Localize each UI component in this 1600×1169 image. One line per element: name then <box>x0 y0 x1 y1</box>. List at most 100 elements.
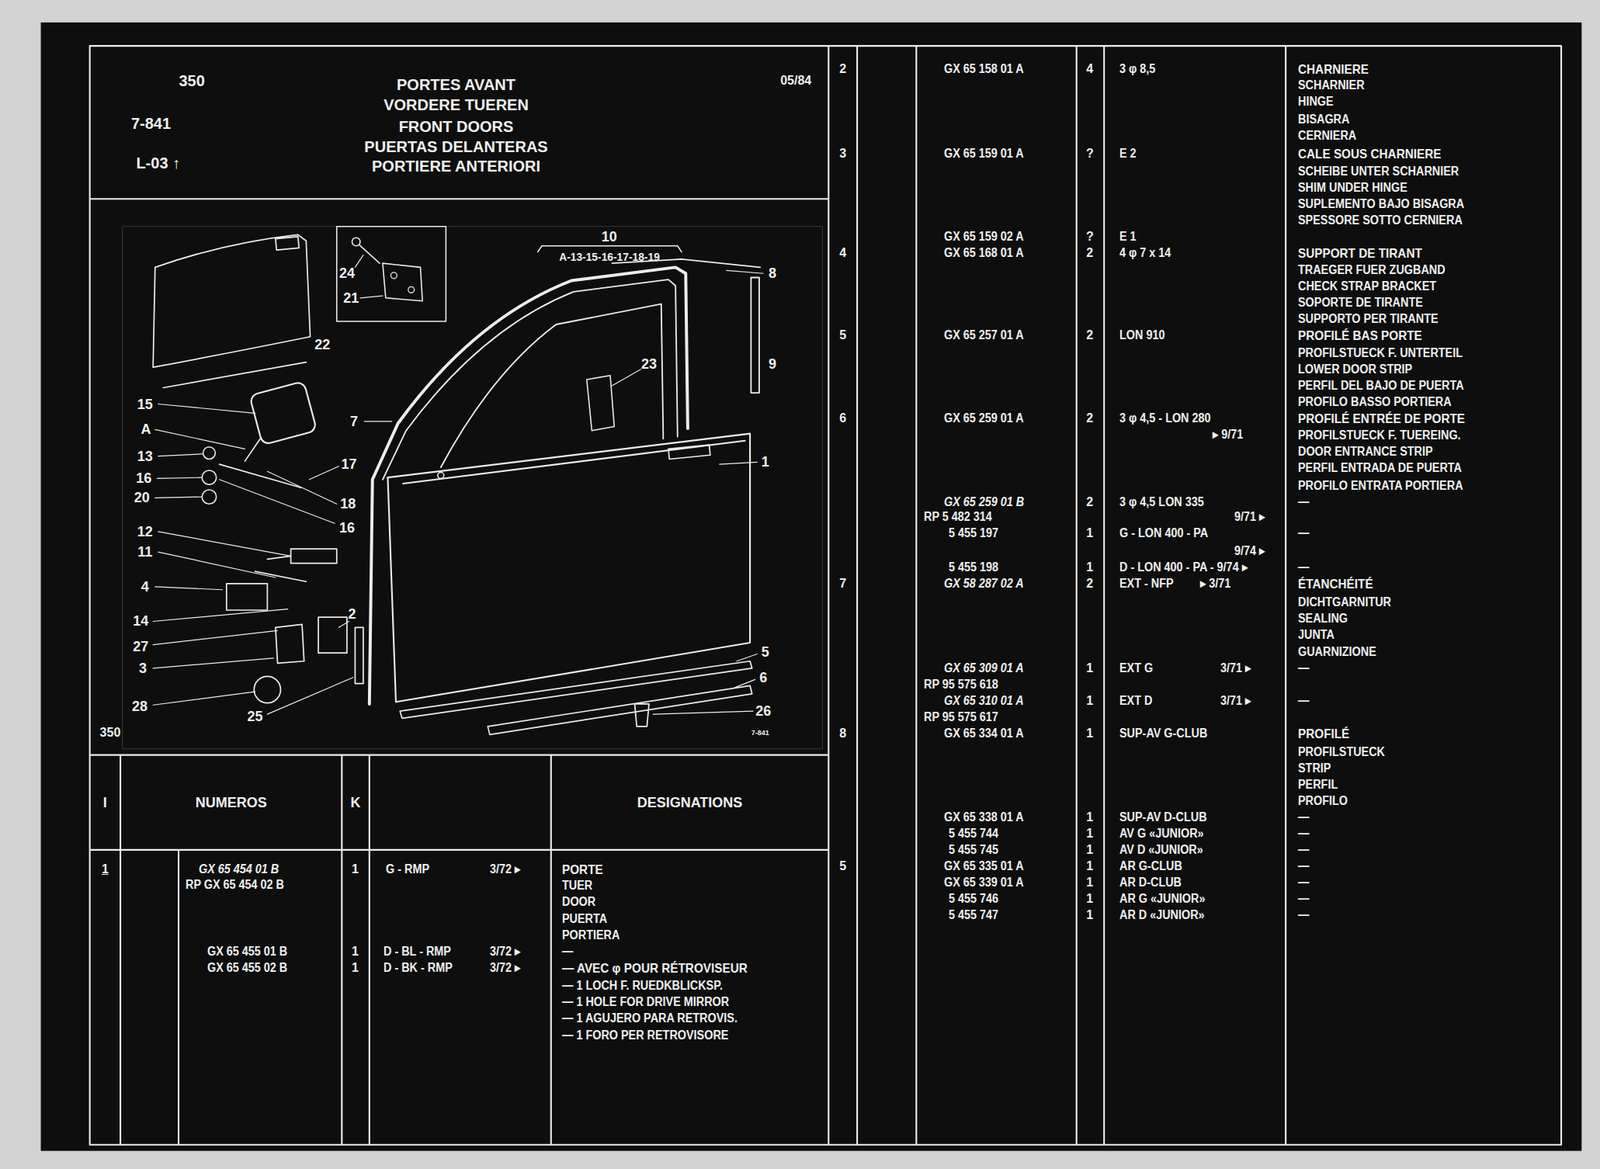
designation-heading: CALE SOUS CHARNIERE <box>1298 147 1441 161</box>
door-body <box>387 433 750 703</box>
screw <box>351 237 361 247</box>
callout-number: 7 <box>350 414 358 429</box>
door-skin <box>152 234 310 388</box>
table-cell: PORTIERA <box>562 929 620 942</box>
table-cell: 1 <box>1086 843 1094 857</box>
table-cell: PROFILSTUECK F. TUEREING. <box>1298 429 1462 442</box>
table-cell: AR D «JUNIOR» <box>1119 909 1205 922</box>
table-cell: 5 455 747 <box>948 909 999 922</box>
table-cell: 5 455 744 <box>948 827 999 840</box>
table-cell: 9/71 ▸ <box>1234 510 1265 524</box>
table-cell: 3/72 ▸ <box>489 863 521 876</box>
table-cell: 1 <box>351 945 359 958</box>
table-cell: TUER <box>562 879 593 892</box>
hinge <box>275 617 364 684</box>
table-cell: AR G «JUNIOR» <box>1119 892 1205 906</box>
table-cell: — <box>1298 860 1309 873</box>
table-cell: GX 65 309 01 A <box>944 662 1024 675</box>
column-header: NUMEROS <box>120 755 342 851</box>
callout-number: 13 <box>137 449 153 464</box>
lower-strips <box>399 661 752 736</box>
table-cell: PROFILSTUECK <box>1298 746 1385 759</box>
column-header: I <box>90 755 121 851</box>
callout-number: 4 <box>141 579 150 594</box>
callout-number: 25 <box>247 709 264 724</box>
designation-heading: PROFILÉ BAS PORTE <box>1298 329 1423 343</box>
table-cell: GUARNIZIONE <box>1298 645 1377 659</box>
table-cell: GX 65 310 01 A <box>944 694 1024 708</box>
callout-number: 11 <box>137 544 153 559</box>
table-cell: GX 65 158 01 A <box>944 62 1024 76</box>
table-cell: GX 65 259 01 A <box>944 412 1024 425</box>
table-cell: 5 <box>839 860 847 873</box>
table-cell: SHIM UNDER HINGE <box>1298 181 1408 195</box>
table-cell: AV G «JUNIOR» <box>1119 827 1205 840</box>
table-cell: D - BL - RMP <box>383 945 452 958</box>
table-cell: LOWER DOOR STRIP <box>1298 363 1413 376</box>
table-cell: 1 <box>1086 527 1094 540</box>
table-cell: PUERTA <box>562 912 608 926</box>
table-cell: GX 65 159 01 A <box>944 147 1024 160</box>
callout-number: 16 <box>135 471 152 486</box>
table-cell: 1 <box>1086 860 1094 873</box>
table-cell: 5 <box>839 329 847 342</box>
door-dot <box>437 472 445 479</box>
table-cell: STRIP <box>1298 762 1331 775</box>
table-cell: D - BK - RMP <box>383 961 453 975</box>
title-text: FRONT DOORS <box>399 118 514 135</box>
table-cell: DOOR ENTRANCE STRIP <box>1298 445 1434 459</box>
callout-number: 16 <box>339 520 355 535</box>
table-cell: 2 <box>1086 577 1094 591</box>
table-cell: AR G-CLUB <box>1119 860 1183 873</box>
table-cell: ? <box>1086 230 1094 243</box>
table-cell: D - LON 400 - PA - 9/74 ▸ <box>1119 561 1248 574</box>
table-cell: 6 <box>839 412 847 425</box>
table-cell: 2 <box>1086 246 1094 260</box>
table-cell: 3/72 ▸ <box>489 945 521 958</box>
table-cell: — 1 HOLE FOR DRIVE MIRROR <box>562 996 729 1009</box>
callout-number: 20 <box>134 490 150 505</box>
callout-number: 1 <box>761 454 770 469</box>
callout-number: 18 <box>340 496 356 511</box>
table-cell: CERNIERA <box>1298 129 1357 143</box>
callout-number: 5 <box>761 645 770 660</box>
table-cell: SUPPORTO PER TIRANTE <box>1298 312 1439 326</box>
table-cell: E 2 <box>1119 147 1137 160</box>
callout-number: 3 <box>138 661 147 676</box>
table-cell: — <box>1298 527 1309 540</box>
designation-heading: CHARNIERE <box>1298 62 1369 77</box>
table-cell: EXT D <box>1119 694 1153 708</box>
table-cell: RP GX 65 454 02 B <box>185 878 285 892</box>
callout-number: 26 <box>755 704 771 719</box>
callout-number: 24 <box>339 266 355 281</box>
column-header: DESIGNATIONS <box>551 755 830 851</box>
table-cell: GX 65 338 01 A <box>944 811 1024 824</box>
table-cell: PERFIL ENTRADA DE PUERTA <box>1298 461 1462 475</box>
table-cell: — <box>1298 843 1309 857</box>
table-cell: — <box>1298 892 1309 906</box>
callout-number: 23 <box>641 357 657 372</box>
table-cell: 1 <box>1086 662 1094 675</box>
table-cell: LON 910 <box>1119 329 1165 342</box>
table-cell: 3/71 ▸ <box>1220 662 1251 675</box>
table-cell: GX 65 454 01 B <box>198 863 279 876</box>
title-text: 350 <box>178 72 205 89</box>
lock <box>255 548 337 582</box>
table-cell: 3 φ 4,5 - LON 280 <box>1119 412 1212 425</box>
table-cell: — <box>1298 496 1309 509</box>
table-cell: SEALING <box>1298 612 1348 625</box>
table-cell: GX 65 259 01 B <box>944 496 1024 509</box>
table-cell: DICHTGARNITUR <box>1298 596 1392 609</box>
title-text: L-03 ↑ <box>135 155 181 171</box>
table-cell: — <box>1298 876 1309 889</box>
table-cell: 3/71 ▸ <box>1220 694 1251 708</box>
title-text: VORDERE TUEREN <box>383 97 529 113</box>
callout-group: A-13-15-16-17-18-19 <box>558 249 660 262</box>
table-cell: 4 <box>1086 62 1094 76</box>
table-cell: 3 <box>839 147 847 160</box>
table-cell: 2 <box>839 62 847 76</box>
table-cell: 1 <box>351 961 359 975</box>
designation-heading: SUPPORT DE TIRANT <box>1298 246 1423 260</box>
table-cell: — <box>1298 827 1309 840</box>
